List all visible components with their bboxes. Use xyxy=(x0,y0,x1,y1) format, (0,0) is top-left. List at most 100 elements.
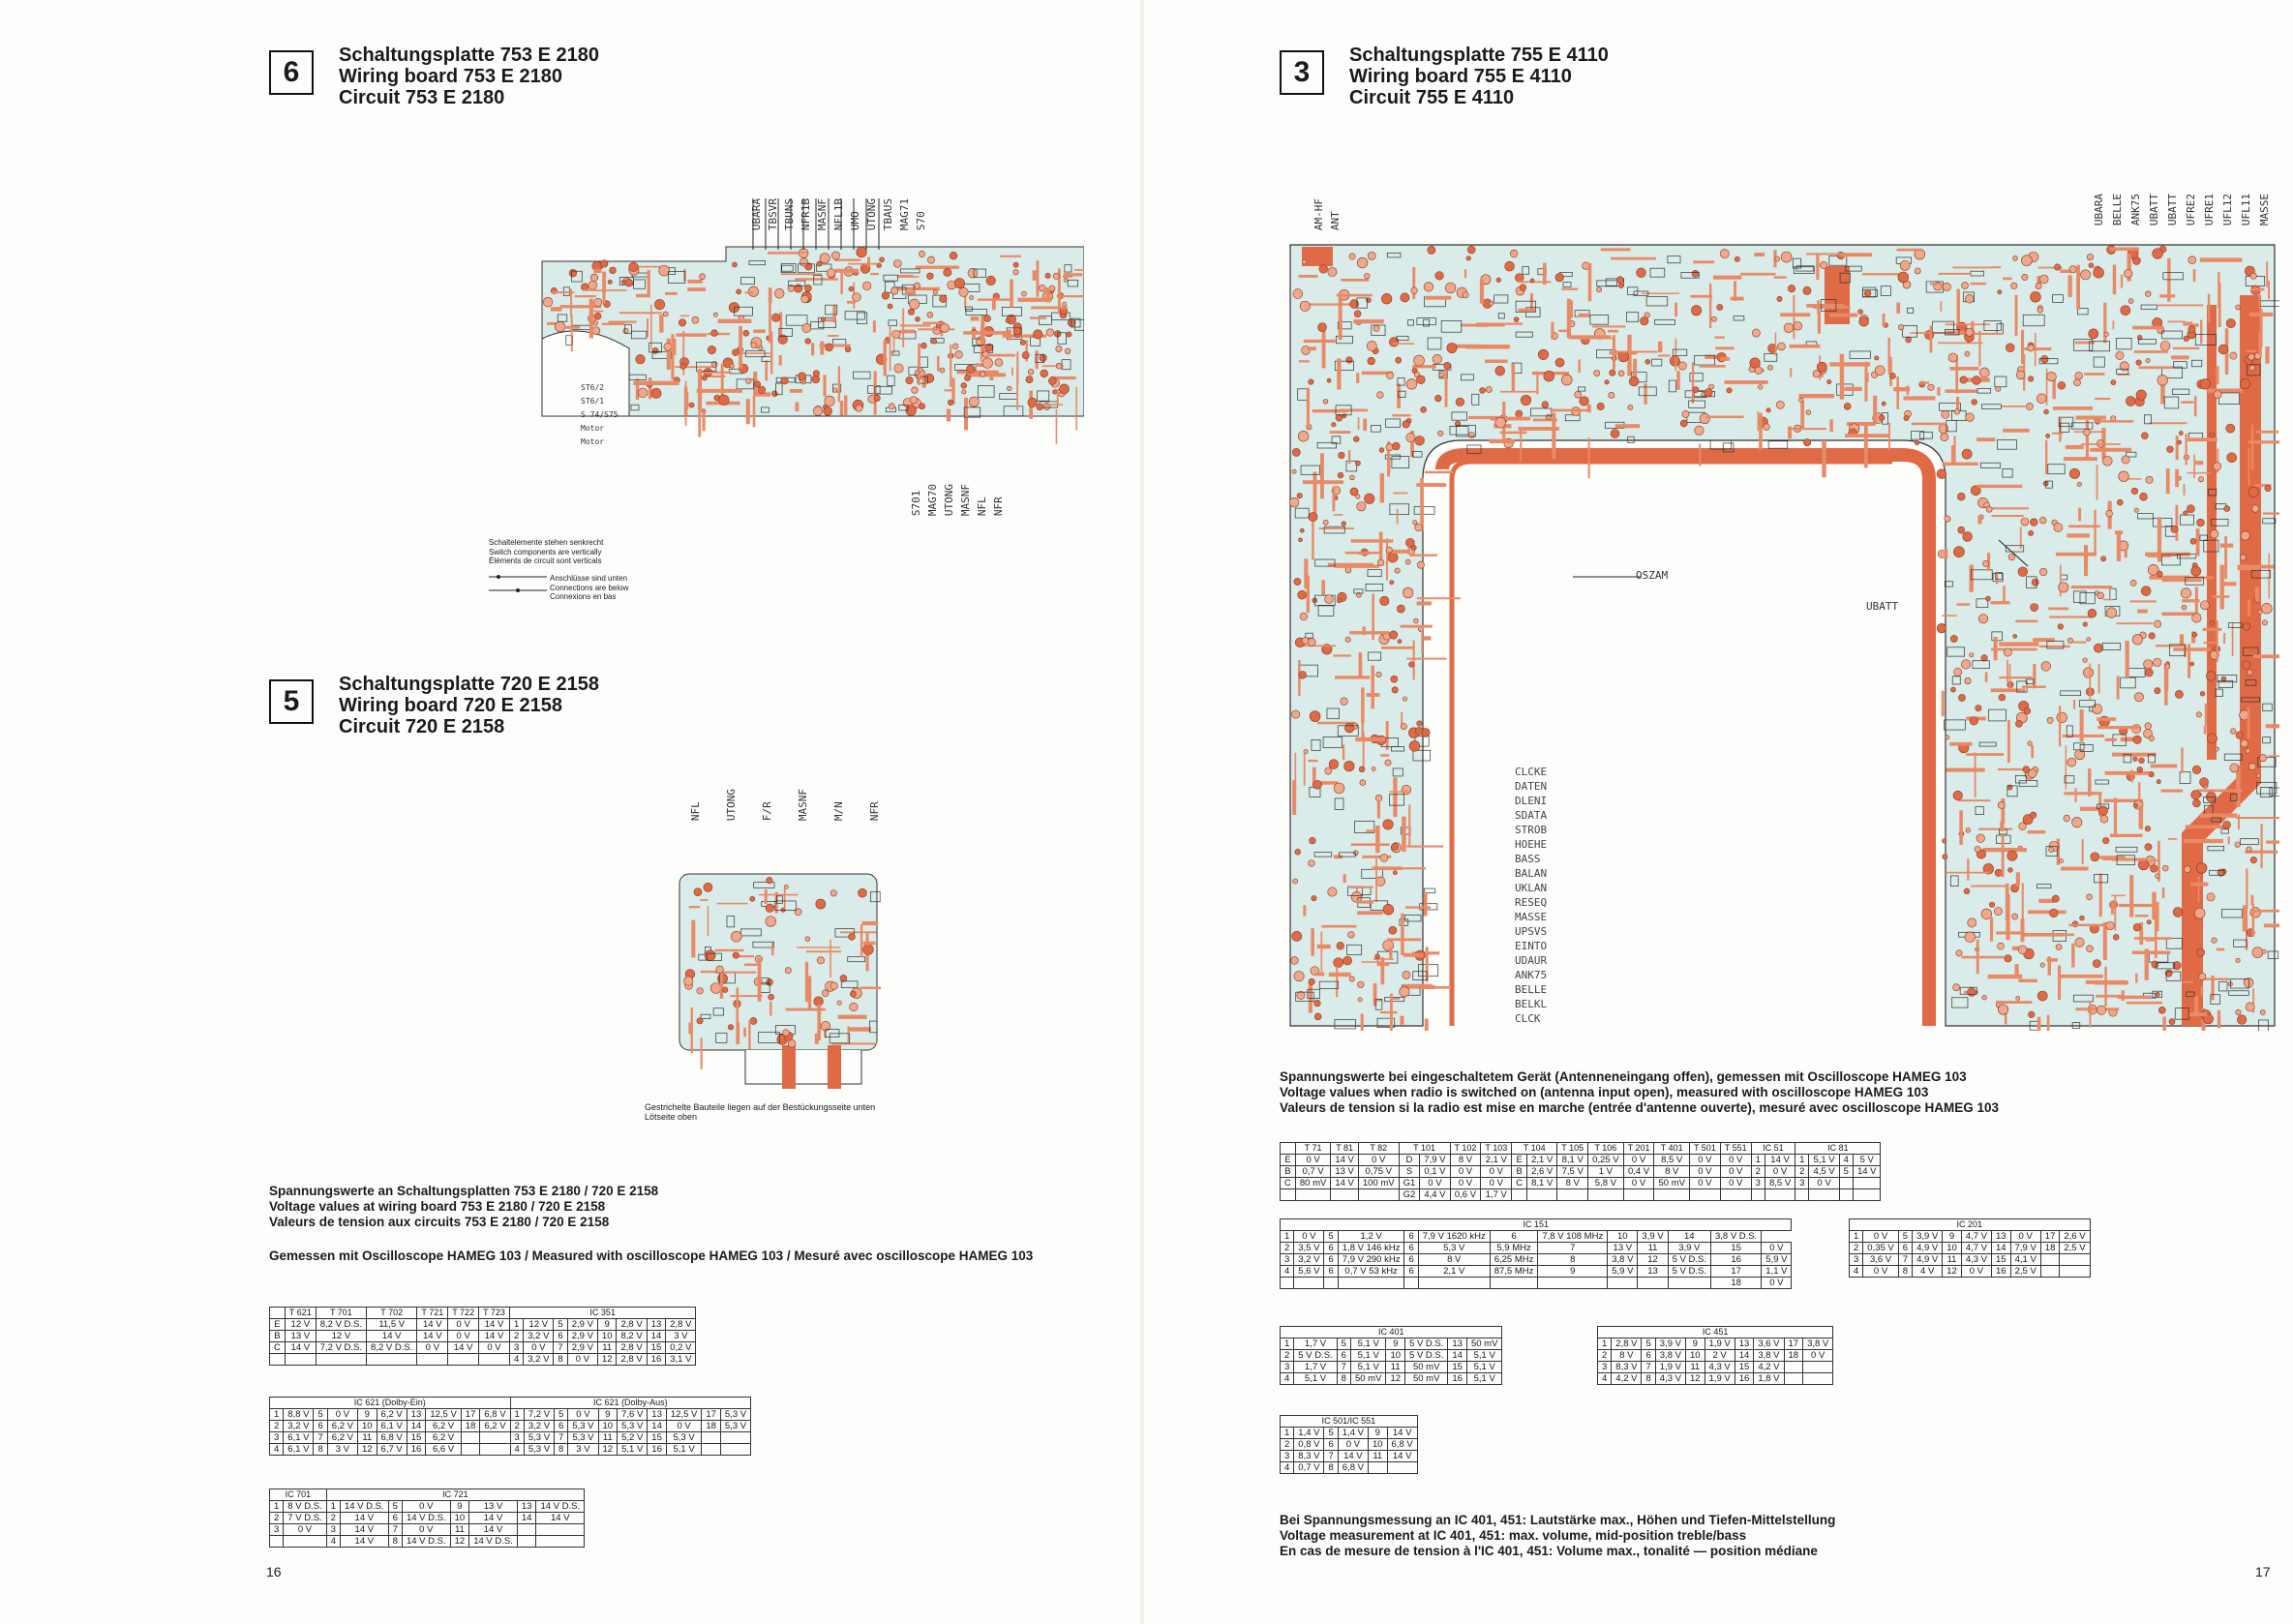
table-header-cell: IC 621 (Dolby-Aus) xyxy=(509,1397,752,1409)
table-cell: 1 xyxy=(1848,1230,1864,1243)
table-cell xyxy=(535,1523,586,1536)
table-cell: 3 xyxy=(509,1431,525,1444)
signal-label: RESEQ xyxy=(1515,896,1548,909)
table-cell: 7 V D.S. xyxy=(283,1512,327,1524)
board6-lead-label: S70 xyxy=(915,211,927,231)
table-cell: 14 V xyxy=(535,1512,586,1524)
table-cell: 2 xyxy=(1279,1438,1295,1451)
table-cell: 0 V xyxy=(1764,1165,1796,1178)
table-cell: 16 xyxy=(1734,1372,1755,1385)
table-cell: 5,3 V xyxy=(523,1431,556,1444)
table-cell xyxy=(1357,1188,1400,1201)
table-cell: 2 xyxy=(1279,1242,1295,1254)
table-cell xyxy=(1279,1277,1295,1289)
table-cell: 14 V xyxy=(284,1341,317,1354)
table-cell: 87,5 MHz xyxy=(1489,1265,1539,1278)
table-cell: 6,1 V xyxy=(283,1431,315,1444)
table-cell: 6 xyxy=(1897,1242,1914,1254)
table-cell: 6 xyxy=(387,1512,403,1524)
table-cell: 9 xyxy=(449,1500,470,1513)
signal-label: UDAUR xyxy=(1515,954,1548,967)
table-cell: 1,7 V xyxy=(1293,1361,1338,1373)
table-cell: 0 V xyxy=(1761,1277,1793,1289)
signal-label: ANK75 xyxy=(1515,969,1548,981)
table-cell: 8 xyxy=(1641,1372,1656,1385)
table-cell: 5,3 V xyxy=(719,1420,752,1432)
board5-lead-label: F/R xyxy=(761,801,773,822)
table-cell: 11,5 V xyxy=(366,1318,418,1331)
table-cell: 6,6 V xyxy=(425,1443,462,1456)
table-cell: 11 xyxy=(1942,1253,1962,1266)
table-cell: 14 V xyxy=(478,1318,510,1331)
table-cell: 2,8 V xyxy=(616,1353,648,1366)
table-cell: 3,8 V xyxy=(1607,1253,1639,1266)
table-cell: 3,5 V xyxy=(1293,1242,1325,1254)
signal-label: BELLE xyxy=(1515,983,1548,996)
table-cell: 5,1 V xyxy=(1465,1372,1503,1385)
table-cell: 4 xyxy=(508,1353,525,1366)
table-cell: 8,5 V xyxy=(1653,1154,1690,1166)
table-cell: 6,2 V xyxy=(425,1420,462,1432)
table-cell: 6,2 V xyxy=(376,1408,407,1421)
table-cell: 8,1 V xyxy=(1526,1177,1558,1189)
table-cell: 10 xyxy=(1684,1349,1705,1362)
title-en: Wiring board 720 E 2158 xyxy=(339,695,563,716)
table-cell: 5 xyxy=(1323,1230,1339,1243)
table-cell: 2,9 V xyxy=(566,1318,598,1331)
page-gutter xyxy=(1140,0,1144,1624)
table-header-cell: IC 401 xyxy=(1279,1326,1503,1338)
table-cell: 3 V xyxy=(326,1443,358,1456)
table-cell: 5,3 V xyxy=(1417,1242,1491,1254)
table-cell: 12 xyxy=(597,1443,619,1456)
table-cell: 0,7 V 53 kHz xyxy=(1337,1265,1405,1278)
table-cell: 2,8 V xyxy=(1611,1338,1643,1350)
board6-lead-label: NFR1B xyxy=(800,198,812,231)
table-cell: 7 xyxy=(1323,1450,1339,1462)
table-cell: 0,6 V xyxy=(1449,1188,1482,1201)
board6-lead-label: UTONG xyxy=(943,484,955,517)
table-cell: 1 V xyxy=(1587,1165,1624,1178)
table-cell: 3,6 V xyxy=(1753,1338,1785,1350)
footer-note: Bei Spannungsmessung an IC 401, 451: Lau… xyxy=(1280,1513,1836,1558)
table-cell xyxy=(1537,1277,1609,1289)
table-cell: 7,5 V xyxy=(1556,1165,1589,1178)
table-cell: 9 xyxy=(1367,1427,1388,1439)
table-cell: 7,6 V xyxy=(617,1408,649,1421)
table-cell: 3 xyxy=(508,1341,525,1354)
table-cell xyxy=(1808,1188,1840,1201)
connector-label: UFL12 xyxy=(2221,194,2234,226)
table-cell: 16 xyxy=(1991,1265,2011,1278)
table-cell: 5,2 V xyxy=(617,1431,649,1444)
table-cell: 8 V xyxy=(1449,1154,1482,1166)
table-cell: 9 xyxy=(596,1318,618,1331)
table-cell: 0 V xyxy=(1719,1165,1752,1178)
table-cell: 2,6 V xyxy=(2059,1230,2091,1243)
table-cell xyxy=(479,1443,511,1456)
table-cell xyxy=(1587,1188,1624,1201)
board6-note2: Anschlüsse sind unten Connections are be… xyxy=(550,574,629,601)
switch-symbol xyxy=(489,575,547,592)
table-cell: 2 xyxy=(1279,1349,1295,1362)
table-cell: 3,1 V xyxy=(665,1353,697,1366)
table-cell: 5 xyxy=(1323,1427,1339,1439)
table-cell: E xyxy=(1511,1154,1528,1166)
table-cell: 5,1 V xyxy=(1293,1372,1338,1385)
table-cell: 1,8 V xyxy=(1753,1372,1785,1385)
table-cell: 11 xyxy=(1367,1450,1388,1462)
table-cell: 5 xyxy=(1897,1230,1914,1243)
table-cell: 5 xyxy=(387,1500,403,1513)
connector-label: UBATT xyxy=(2166,194,2179,226)
table-header-cell xyxy=(1280,1142,1296,1155)
table-cell: 5,6 V xyxy=(1293,1265,1325,1278)
table-cell: 10 xyxy=(449,1512,470,1524)
table-header-cell: IC 451 xyxy=(1596,1326,1834,1338)
table-cell: 12 xyxy=(1684,1372,1705,1385)
table-cell: 6,8 V xyxy=(1337,1461,1369,1474)
table-cell: 2,9 V xyxy=(566,1330,598,1342)
